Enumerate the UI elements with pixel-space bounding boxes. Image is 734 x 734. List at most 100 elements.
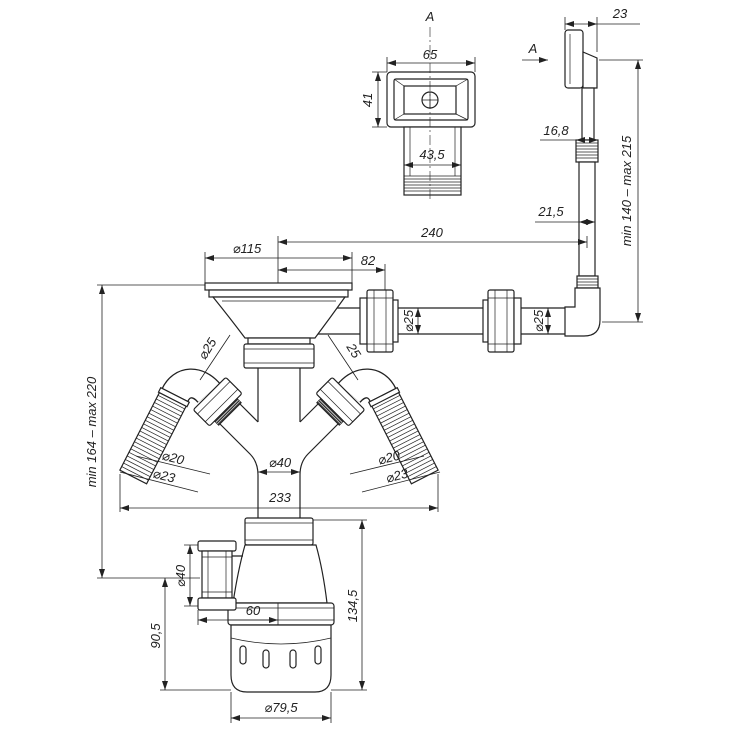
- strainer-funnel: [211, 296, 347, 339]
- dim-total-height-extensions: [97, 284, 205, 579]
- strainer: ⌀115 82: [204, 236, 386, 369]
- dim-233-label: 233: [268, 490, 291, 505]
- dim-left-nut-label: ⌀25: [195, 335, 220, 363]
- overflow-pipe-inlet: [318, 307, 360, 335]
- left-nut-thread: [213, 397, 242, 426]
- overflow-thread-ribs: [576, 142, 598, 159]
- dim-outlet-40-label: ⌀40: [173, 564, 188, 587]
- bottle-cup-rib-3: [289, 649, 297, 669]
- section-marker-label: A: [425, 9, 435, 24]
- strainer-neck: [247, 337, 311, 345]
- dim-right-hose-inner-label: ⌀20: [376, 447, 402, 467]
- dim-overflow-height-label: min 140 – max 215: [619, 135, 634, 246]
- main-tube-walls: [257, 368, 301, 518]
- right-nut-lines: [319, 381, 361, 423]
- union-nut-1-lines: [367, 290, 393, 352]
- overflow-head: [564, 29, 584, 89]
- dim-90-5-label: 90,5: [148, 623, 163, 649]
- left-branch-pipe: [218, 402, 259, 476]
- dim-right-nut-line: [327, 334, 359, 381]
- left-hose-collar: [157, 386, 191, 408]
- section-tube: [403, 126, 462, 196]
- dim-115-label: ⌀115: [233, 241, 262, 256]
- right-hose-collar: [367, 386, 401, 408]
- side-nut-bottom: [197, 597, 237, 611]
- right-branch-pipe: [299, 402, 340, 476]
- bottle-trap: ⌀40 60 134,5 90,5 ⌀79,5: [148, 517, 367, 723]
- side-nut-lines: [202, 551, 232, 598]
- side-nut-top: [197, 540, 237, 552]
- main-tube: ⌀40 233 min 164 – max 220: [84, 284, 439, 579]
- dim-left-hose-inner-line: [135, 455, 211, 475]
- left-branch-nut: [193, 377, 242, 426]
- bottle-cup-rib-1: [239, 645, 247, 665]
- left-hose: [119, 386, 191, 485]
- right-hose-corrugation: [373, 395, 437, 481]
- dim-115-extensions: [204, 252, 353, 283]
- right-branch: 25 ⌀20 ⌀23: [299, 334, 441, 493]
- lower-nut: [244, 517, 314, 546]
- bottle-cup-rib-4: [314, 645, 322, 665]
- dim-41-label: 41: [360, 93, 375, 107]
- overflow-joint-ribs: [577, 278, 598, 286]
- overflow-pipe-middle: [398, 307, 483, 335]
- section-view-a: A 65 41 43,5: [360, 9, 476, 200]
- strainer-flange-lower: [208, 289, 349, 298]
- union-nut-2-flange: [513, 297, 522, 345]
- dim-82-label: 82: [361, 253, 376, 268]
- dim-left-nut-line: [199, 334, 231, 381]
- left-branch: ⌀25 ⌀20 ⌀23: [119, 334, 259, 493]
- dim-tube-40-label: ⌀40: [269, 455, 292, 470]
- right-elbow-fill: [338, 369, 396, 403]
- side-nut-body: [201, 550, 233, 599]
- bottle-cup: [230, 624, 332, 693]
- dim-16-8-label: 16,8: [543, 123, 569, 138]
- dim-total-height-label: min 164 – max 220: [84, 376, 99, 487]
- dim-right-hose-inner-line: [349, 455, 425, 475]
- dim-134-5-label: 134,5: [345, 589, 360, 622]
- dim-left-hose-outer-line: [119, 471, 199, 493]
- bottle-cup-rib-2: [262, 649, 270, 669]
- overflow-connector: [581, 87, 595, 141]
- lower-nut-lines: [245, 522, 313, 541]
- strainer-flange: [204, 282, 353, 291]
- union-nut-1-collar: [392, 299, 399, 343]
- dim-60-label: 60: [246, 603, 261, 618]
- dim-23-label: 23: [612, 6, 628, 21]
- dim-pipe-right-label: ⌀25: [531, 309, 546, 332]
- right-nut-thread: [316, 397, 345, 426]
- dim-right-hose-outer-line: [361, 471, 441, 493]
- union-nut-1: [366, 289, 394, 353]
- left-nut-thread-marks: [215, 399, 241, 425]
- dim-right-hose-outer-label: ⌀23: [384, 465, 410, 485]
- dim-left-hose-outer-label: ⌀23: [151, 466, 177, 486]
- section-tube-ribs: [404, 175, 461, 192]
- dim-79-5-label: ⌀79,5: [264, 700, 298, 715]
- bottle-body: [232, 544, 328, 604]
- union-nut-2-lines: [488, 290, 514, 352]
- left-elbow-fill: [162, 369, 220, 403]
- overflow-assembly: A 23 min 140 – max 215: [278, 6, 643, 353]
- overflow-head-neck: [582, 51, 598, 89]
- view-marker-label: A: [528, 41, 538, 56]
- left-nut-lines: [197, 381, 239, 423]
- dim-left-hose-inner-label: ⌀20: [160, 448, 186, 468]
- dim-21-5-label: 21,5: [537, 204, 564, 219]
- top-nut: [243, 343, 315, 369]
- left-hose-corrugation: [121, 395, 185, 481]
- dim-43-5-label: 43,5: [419, 147, 445, 162]
- overflow-vertical-tube: [578, 161, 596, 277]
- dim-240-label: 240: [420, 225, 443, 240]
- dim-pipe-left-label: ⌀25: [401, 309, 416, 332]
- section-perspective-lines: [393, 78, 469, 121]
- right-hose: [367, 386, 439, 485]
- top-nut-lines: [244, 348, 314, 364]
- union-nut-2: [487, 289, 515, 353]
- union-nut-1-flange: [359, 297, 368, 345]
- overflow-pipe-end: [521, 307, 565, 335]
- union-nut-2-collar: [482, 299, 489, 343]
- right-nut-thread-marks: [317, 399, 343, 425]
- bottle-ring: [227, 602, 335, 626]
- bottle-cup-band: [230, 637, 332, 645]
